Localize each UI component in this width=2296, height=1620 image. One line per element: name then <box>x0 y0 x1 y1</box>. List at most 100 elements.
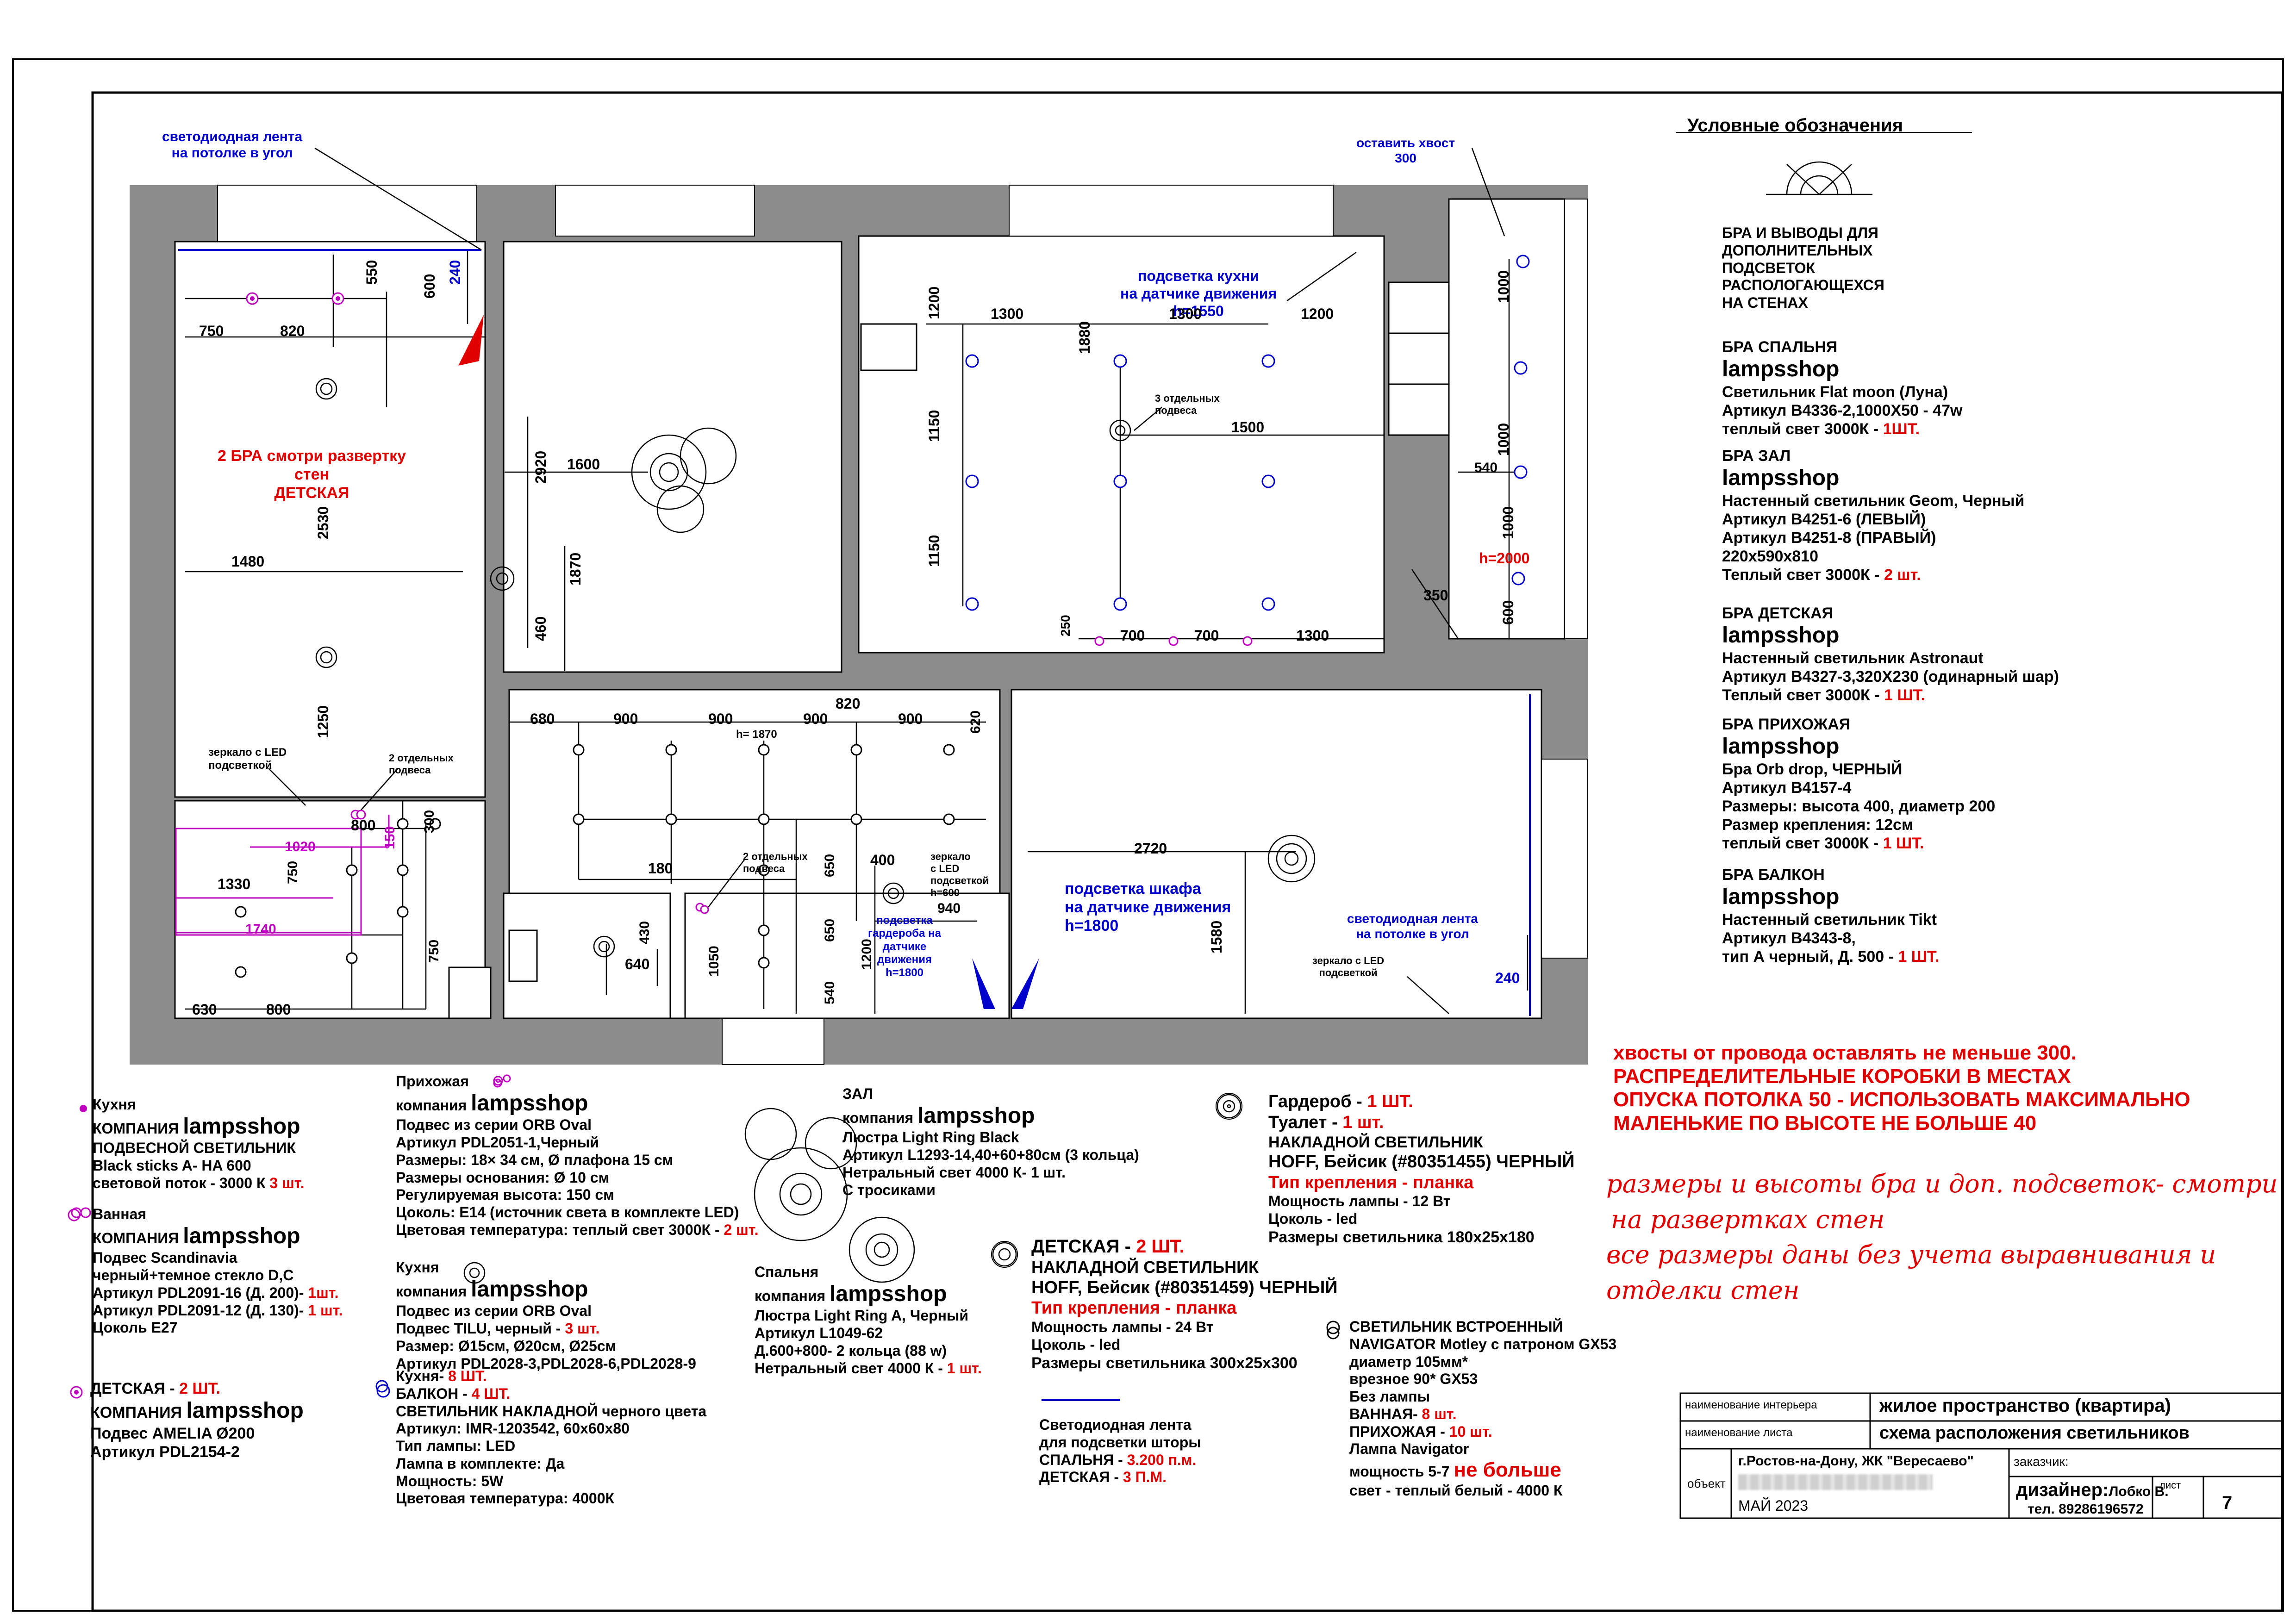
spec-kids-pendant: ДЕТСКАЯ - 2 ШТ. КОМПАНИЯ lampsshop Подве… <box>90 1380 304 1461</box>
stamp-date: МАЙ 2023 <box>1738 1497 1809 1514</box>
dim: 540 <box>1474 460 1498 475</box>
dim: 600 <box>1500 600 1516 625</box>
dim: 1250 <box>315 705 331 738</box>
spec-bedroom: Спальня компания lampsshop Люстра Light … <box>755 1264 982 1377</box>
dim: 240 <box>1495 970 1520 986</box>
stamp-customer-label: заказчик: <box>2014 1454 2069 1469</box>
dim: 1300 <box>1169 305 1202 322</box>
dim: 650 <box>822 854 837 877</box>
dim: 940 <box>937 901 961 916</box>
dim: 700 <box>1194 627 1219 644</box>
dim: 1200 <box>1301 305 1334 322</box>
dim: 1870 <box>567 552 584 586</box>
dim: 1500 <box>1231 419 1265 436</box>
spec-zal: ЗАЛ компания lampsshop Люстра Light Ring… <box>842 1085 1139 1198</box>
dim: 1020 <box>285 839 316 854</box>
dim: 350 <box>1423 587 1448 604</box>
dim: 600 <box>421 274 438 299</box>
handwritten-notes: размеры и высоты бра и доп. подсветок- с… <box>1606 1169 2278 1305</box>
dim: 1200 <box>926 286 942 319</box>
h1870-label: h= 1870 <box>736 728 777 741</box>
dim: 1300 <box>991 305 1024 322</box>
dim: 750 <box>426 939 442 963</box>
dim: 1480 <box>231 553 265 570</box>
wiring-notes: хвосты от провода оставлять не меньше 30… <box>1613 1041 2190 1134</box>
legend-bra-kids: БРА ДЕТСКАЯ lampsshop Настенный светильн… <box>1722 604 2059 704</box>
dim: 800 <box>266 1001 291 1018</box>
spec-builtin: СВЕТИЛЬНИК ВСТРОЕННЫЙ NAVIGATOR Motley с… <box>1349 1318 1617 1499</box>
dim: 900 <box>898 710 923 727</box>
legend-bra-balcony: БРА БАЛКОН lampsshop Настенный светильни… <box>1722 866 1940 966</box>
dim: 240 <box>447 260 463 285</box>
dim: 700 <box>1120 627 1145 644</box>
dim: 900 <box>803 710 828 727</box>
dim: 900 <box>613 710 638 727</box>
dim: 300 <box>422 810 437 833</box>
dim: 2720 <box>1134 840 1167 857</box>
spec-hall: Прихожая компания lampsshop Подвес из се… <box>396 1073 759 1238</box>
dim: 750 <box>199 323 224 339</box>
spec-kitchen-b: Кухня компания lampsshop Подвес из серии… <box>396 1259 696 1372</box>
dim: 430 <box>637 921 652 944</box>
spec-kitchen-a: Кухня КОМПАНИЯ lampsshop ПОДВЕСНОЙ СВЕТИ… <box>93 1096 305 1191</box>
dim: 1050 <box>706 946 722 977</box>
dim: 1300 <box>1296 627 1329 644</box>
stamp-interior-label: наименование интерьера <box>1685 1399 1817 1411</box>
dim: 650 <box>822 918 837 942</box>
dim: 900 <box>708 710 733 727</box>
h2000-label: h=2000 <box>1479 550 1530 567</box>
dim: 540 <box>822 981 837 1004</box>
stamp-sheet-name-label: наименование листа <box>1685 1427 1793 1439</box>
dim: 180 <box>648 860 673 877</box>
legend-title-underline <box>1676 132 1972 133</box>
dim: 1150 <box>926 410 942 442</box>
dim: 460 <box>532 616 549 641</box>
dim: 640 <box>625 956 650 972</box>
spec-bath: Ванная КОМПАНИЯ lampsshop Подвес Scandin… <box>93 1206 343 1336</box>
stamp-sheet-number: 7 <box>2222 1493 2233 1513</box>
spec-wardrobe: Гардероб - 1 ШТ. Туалет - 1 шт. НАКЛАДНО… <box>1268 1092 1575 1246</box>
dim: 680 <box>530 710 555 727</box>
spec-led-strip: Светодиодная лента для подсветки шторы С… <box>1039 1416 1201 1486</box>
stamp-interior-value: жилое пространство (квартира) <box>1879 1396 2171 1416</box>
legend-bra-hall: БРА ЗАЛ lampsshop Настенный светильник G… <box>1722 447 2025 584</box>
dim: 2530 <box>315 506 331 539</box>
stamp-sheet-label: лист <box>2159 1479 2181 1491</box>
spec-surface: Кухня- 8 ШТ. БАЛКОН - 4 ШТ. СВЕТИЛЬНИК Н… <box>396 1368 707 1507</box>
dim: 2920 <box>532 450 549 484</box>
dim: 820 <box>280 323 305 339</box>
dim: 550 <box>363 260 380 285</box>
dim: 1740 <box>245 922 276 937</box>
dim: 400 <box>870 852 895 868</box>
legend-bra-entry: БРА ПРИХОЖАЯ lampsshop Бра Orb drop, ЧЕР… <box>1722 716 1996 853</box>
stamp-sheet-name-value: схема расположения светильников <box>1879 1423 2190 1443</box>
dim: 1600 <box>567 456 600 473</box>
stamp-address: г.Ростов-на-Дону, ЖК "Вересаево" <box>1738 1453 1974 1469</box>
redacted-street <box>1738 1474 1933 1490</box>
stamp-object-label: объект <box>1687 1477 1726 1490</box>
dim: 1880 <box>1076 321 1093 354</box>
legend-title: Условные обозначения <box>1687 115 1903 136</box>
dim: 630 <box>192 1001 217 1018</box>
stamp-phone: тел. 89286196572 <box>2028 1502 2144 1517</box>
spec-kids-surface: ДЕТСКАЯ - 2 ШТ. НАКЛАДНОЙ СВЕТИЛЬНИК HOF… <box>1031 1236 1338 1372</box>
dim: 1200 <box>859 939 874 970</box>
stamp-designer: дизайнер:Лобко В. <box>2016 1480 2169 1500</box>
dim: 1000 <box>1495 423 1512 456</box>
dim: 1580 <box>1208 920 1225 953</box>
dim: 1000 <box>1495 270 1512 303</box>
dim: 150 <box>382 826 398 849</box>
legend-bra-bedroom: БРА СПАЛЬНЯ lampsshop Светильник Flat mo… <box>1722 338 1963 438</box>
